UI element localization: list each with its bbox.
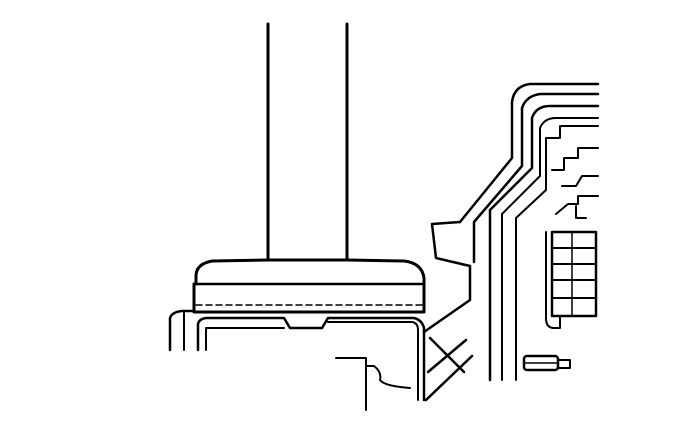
hub-middle-step — [561, 175, 599, 187]
wedge-upper — [422, 220, 472, 334]
housing-outer-wall — [458, 82, 600, 224]
drum-outer-outline — [196, 316, 426, 402]
wedge-lower-edge — [424, 354, 474, 402]
clutch-pack-retainer — [545, 231, 561, 329]
piston-hub — [551, 147, 599, 219]
housing-wall-4 — [501, 117, 599, 381]
clutch-pack — [545, 230, 598, 329]
housing-wall-5 — [515, 125, 599, 381]
bracket-curve — [365, 365, 411, 389]
press-plate-top — [194, 258, 426, 288]
bracket-line — [335, 357, 367, 411]
drum-inner-outline — [205, 321, 419, 401]
housing-right — [458, 82, 600, 382]
clutch-drum — [196, 316, 426, 402]
inner-bracket — [335, 357, 411, 411]
housing-wall-3 — [488, 104, 600, 382]
press-plate-body — [192, 282, 426, 314]
hub-upper-step — [551, 147, 599, 171]
hub-lower-step — [555, 195, 599, 215]
housing-left-stub — [168, 309, 196, 352]
clutch-pack-frame — [550, 230, 598, 318]
left-stub-outline — [168, 309, 196, 352]
hub-inner-lip — [575, 205, 587, 219]
snap-ring — [522, 354, 571, 372]
housing-wall-2 — [472, 92, 600, 264]
press-tool — [192, 22, 426, 314]
snap-ring-tab — [557, 359, 571, 369]
wedge-diagonal-2 — [426, 338, 468, 374]
wedge-section — [422, 220, 474, 402]
